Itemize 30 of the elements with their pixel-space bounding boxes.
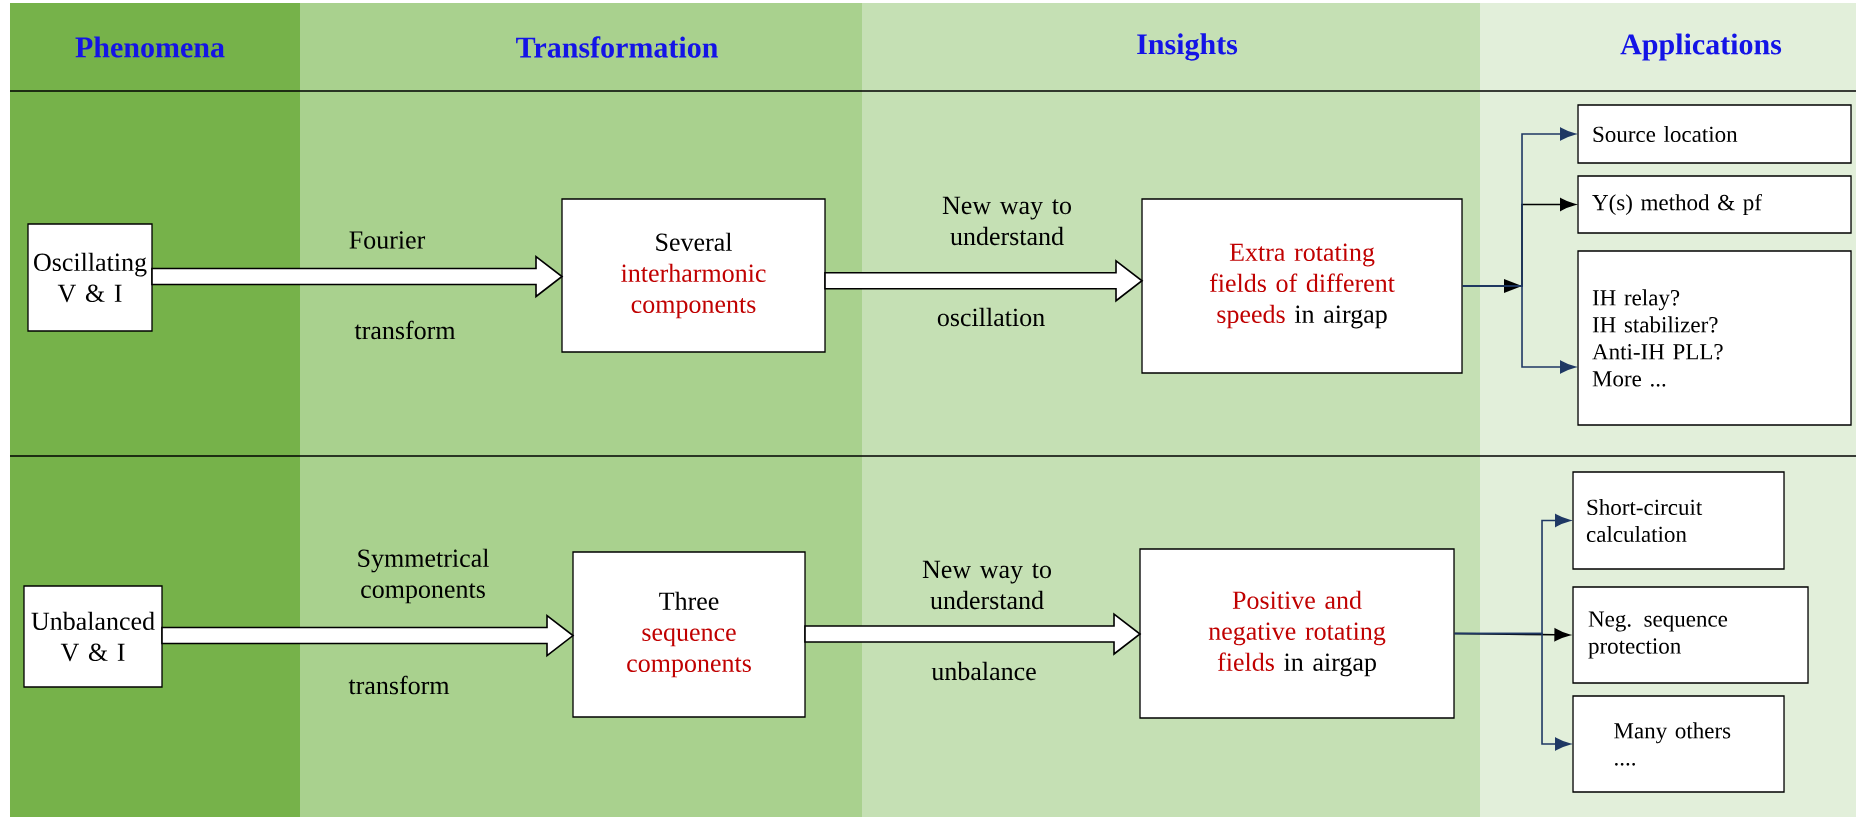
process-box: Three sequence components — [572, 551, 806, 718]
column-heading: Transformation — [516, 36, 718, 58]
arrow-label: New way to understand — [942, 196, 1071, 246]
arrow — [151, 254, 564, 299]
application-box: IH relay? IH stabilizer? Anti-IH PLL? More ... — [1577, 250, 1852, 426]
column-heading: Applications — [1620, 33, 1782, 61]
process-box: Extra rotating fields of different speeds in airgap — [1141, 198, 1463, 374]
arrow-label: New way to understand — [922, 560, 1051, 610]
arrow-label: oscillation — [937, 307, 1045, 327]
arrow-label: transform — [354, 320, 456, 340]
arrow-label: Symmetrical components — [358, 548, 489, 604]
application-box: Neg. sequence protection — [1572, 586, 1809, 684]
arrow — [824, 259, 1144, 303]
column-heading: Insights — [1137, 33, 1238, 61]
application-box: Many others .... — [1572, 695, 1785, 793]
arrow-label: transform — [348, 675, 450, 695]
arrow-label: unbalance — [931, 661, 1036, 681]
process-box: Unbalanced V & I — [23, 585, 163, 688]
arrow — [1461, 285, 1576, 374]
column-heading: Phenomena — [75, 36, 225, 58]
process-box: Several interharmonic components — [561, 198, 826, 353]
application-box: Source location — [1577, 104, 1852, 164]
arrow — [161, 613, 575, 658]
arrow-label: Fourier — [349, 231, 426, 249]
process-box: Oscillating V & I — [27, 223, 153, 332]
application-box: Y(s) method & pf — [1577, 175, 1852, 234]
process-box: Positive and negative rotating fields in airgap — [1139, 548, 1455, 719]
arrow — [1453, 632, 1571, 751]
arrow — [804, 612, 1142, 656]
application-box: Short-circuit calculation — [1572, 471, 1785, 570]
